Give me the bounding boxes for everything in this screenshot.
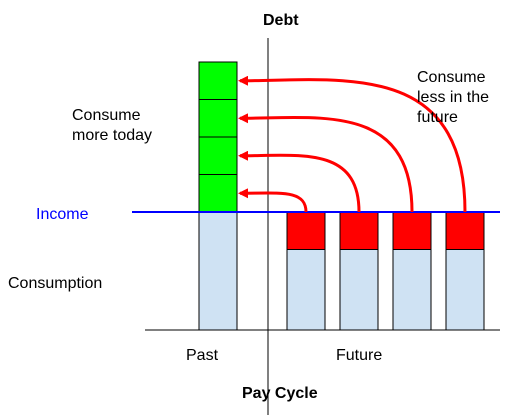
consume-more-note: Consume more today	[72, 107, 153, 144]
consume-less-note: Consume less in the future	[417, 69, 490, 126]
repayment-block	[339, 211, 379, 250]
past-consumption-bar	[198, 211, 238, 331]
future-consumption-bar	[339, 249, 379, 331]
income-label: Income	[36, 206, 89, 223]
diagram-title: Debt	[263, 12, 299, 29]
debt-block	[198, 136, 238, 175]
future-label: Future	[336, 347, 383, 364]
repayment-arrow	[238, 188, 308, 213]
repayment-arrow	[238, 75, 467, 213]
repayment-block	[286, 211, 326, 250]
future-consumption-bar	[392, 249, 432, 331]
consumption-label: Consumption	[8, 275, 103, 292]
repayment-block	[392, 211, 432, 250]
debt-block	[198, 61, 238, 100]
repayment-block	[445, 211, 485, 250]
future-consumption-bar	[286, 249, 326, 331]
x-axis-title: Pay Cycle	[242, 385, 318, 402]
past-label: Past	[186, 347, 219, 364]
future-consumption-bar	[445, 249, 485, 331]
debt-block	[198, 174, 238, 213]
repayment-arrow	[238, 150, 361, 213]
repayment-arrow	[238, 113, 414, 213]
debt-block	[198, 99, 238, 138]
